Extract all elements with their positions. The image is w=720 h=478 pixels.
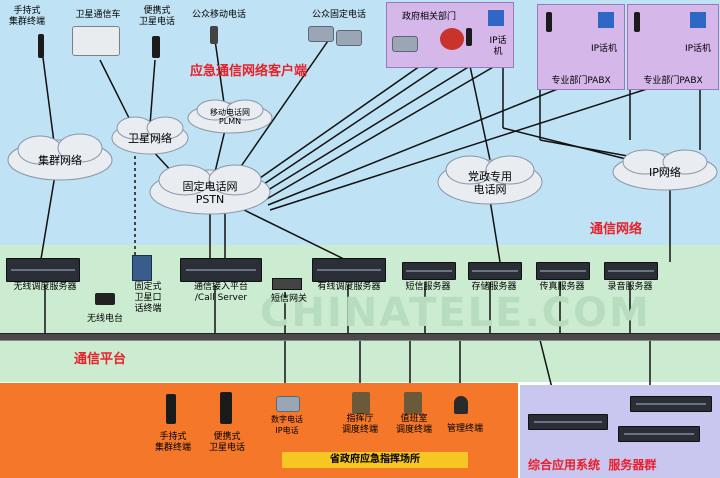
- satellite-vehicle-label: 卫星通信车: [75, 10, 121, 20]
- handheld-radio-icon: [38, 34, 44, 58]
- public-mobile-label: 公众移动电话: [191, 10, 246, 20]
- pstn-label: 固定电话网 PSTN: [182, 180, 238, 206]
- fixed-satellite-terminal-label: 固定式 卫星口 话终端: [134, 282, 162, 314]
- gov-radio-icon: [466, 28, 472, 46]
- mobile-phone-icon: [210, 26, 218, 44]
- call-server: [180, 258, 262, 282]
- gov-emblem-icon: [440, 28, 464, 50]
- duty-terminal-icon: [404, 392, 422, 414]
- platform-bus: [0, 333, 720, 341]
- dept1-pabx-label: 专业部门PABX: [551, 76, 611, 86]
- network-section-title: 通信网络: [590, 222, 643, 237]
- public-fixed-label: 公众固定电话: [311, 10, 366, 20]
- satellite-network-label: 卫星网络: [128, 132, 172, 145]
- watermark: CHINATELE.COM: [260, 290, 651, 336]
- command-handheld-label: 手持式 集群终端: [154, 432, 191, 453]
- platform-section-title: 通信平台: [74, 352, 127, 367]
- gov-network-label: 党政专用 电话网: [468, 170, 512, 196]
- satellite-phone-icon: [152, 36, 160, 58]
- wireless-station-label: 无线电台: [86, 314, 123, 324]
- hall-terminal-icon: [352, 392, 370, 414]
- fax-server-label: 传真服务器: [539, 282, 585, 292]
- admin-terminal-icon: [454, 396, 468, 414]
- mobile-network-label: 移动电话网 PLMN: [210, 108, 250, 126]
- sms-gateway-icon: [272, 278, 302, 290]
- app-section-title: 综合应用系统 服务器群: [528, 458, 657, 472]
- gov-mobile-icon: [488, 10, 504, 26]
- fixed-phone-icon: [308, 26, 334, 42]
- satellite-vehicle-icon: [72, 26, 120, 56]
- radio-station-icon: [95, 293, 115, 305]
- wireless-dispatch-server: [6, 258, 80, 282]
- dept1-radio-icon: [546, 12, 552, 32]
- app-server-3: [618, 426, 700, 442]
- network-clouds: [7, 99, 718, 215]
- client-section-title: 应急通信网络客户端: [190, 64, 308, 79]
- fixed-phone-icon-2: [336, 30, 362, 46]
- sms-gateway-label: 短信网关: [270, 294, 307, 304]
- cluster-network-label: 集群网络: [38, 154, 82, 167]
- duty-terminal-label: 值班室 调度终端: [395, 414, 432, 435]
- dept1-ip-phone-label: IP话机: [590, 44, 618, 54]
- ip-network-label: IP网络: [649, 166, 681, 179]
- storage-server-label: 存储服务器: [471, 282, 517, 292]
- wired-dispatch-server-label: 有线调度服务器: [317, 282, 381, 292]
- dept2-pabx-label: 专业部门PABX: [643, 76, 703, 86]
- digital-phone-label: 数字电话 IP电话: [271, 415, 303, 435]
- dept2-radio-icon: [634, 12, 640, 32]
- storage-server: [468, 262, 522, 280]
- dept1-mobile-icon: [598, 12, 614, 28]
- sms-server-label: 短信服务器: [405, 282, 451, 292]
- gov-phone-icon: [392, 36, 418, 52]
- record-server-label: 录音服务器: [607, 282, 653, 292]
- app-server-2: [630, 396, 712, 412]
- gov-ip-phone-label: IP话 机: [489, 36, 507, 57]
- wired-dispatch-server: [312, 258, 386, 282]
- wireless-dispatch-server-label: 无线调度服务器: [13, 282, 77, 292]
- record-server: [604, 262, 658, 280]
- admin-terminal-label: 管理终端: [446, 424, 483, 434]
- call-server-label: 通信接入平台 /Call Server: [193, 282, 248, 303]
- app-server-1: [528, 414, 608, 430]
- command-satphone-icon: [220, 392, 232, 424]
- fax-server: [536, 262, 590, 280]
- handheld-cluster-label: 手持式 集群终端: [8, 6, 45, 27]
- hall-terminal-label: 指挥厅 调度终端: [341, 414, 378, 435]
- satellite-terminal-icon: [132, 255, 152, 281]
- gov-dept-label: 政府相关部门: [401, 12, 456, 22]
- portable-satellite-phone-label: 便携式 卫星电话: [138, 6, 175, 27]
- dept2-mobile-icon: [690, 12, 706, 28]
- command-site-label: 省政府应急指挥场所: [282, 452, 468, 468]
- command-handheld-icon: [166, 394, 176, 424]
- dept2-ip-phone-label: IP话机: [684, 44, 712, 54]
- sms-server: [402, 262, 456, 280]
- digital-phone-icon: [276, 396, 300, 412]
- command-satphone-label: 便携式 卫星电话: [208, 432, 245, 453]
